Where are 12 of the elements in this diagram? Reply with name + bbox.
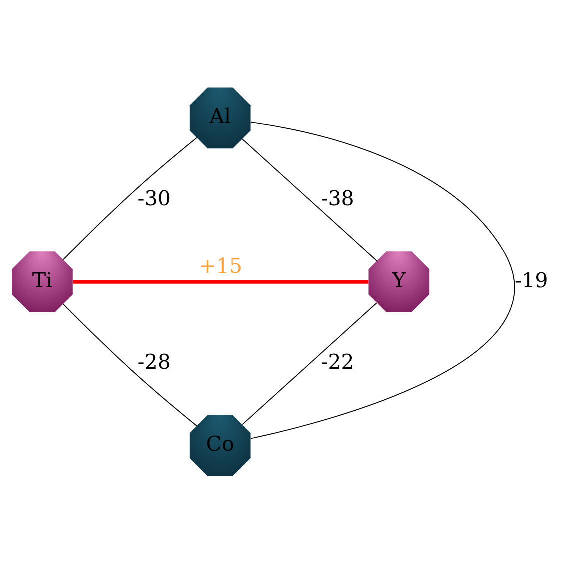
connector	[242, 302, 378, 426]
edge-label: -19	[515, 268, 548, 292]
edge-label: -28	[138, 350, 171, 374]
edge-label: +15	[199, 254, 243, 278]
edge-label: -22	[321, 350, 354, 374]
connector	[62, 304, 198, 427]
connector	[73, 280, 369, 284]
connector	[242, 138, 378, 262]
connector	[250, 122, 514, 440]
connector	[62, 137, 198, 260]
edge-label: -30	[138, 186, 171, 210]
edge-label: -38	[321, 186, 354, 210]
